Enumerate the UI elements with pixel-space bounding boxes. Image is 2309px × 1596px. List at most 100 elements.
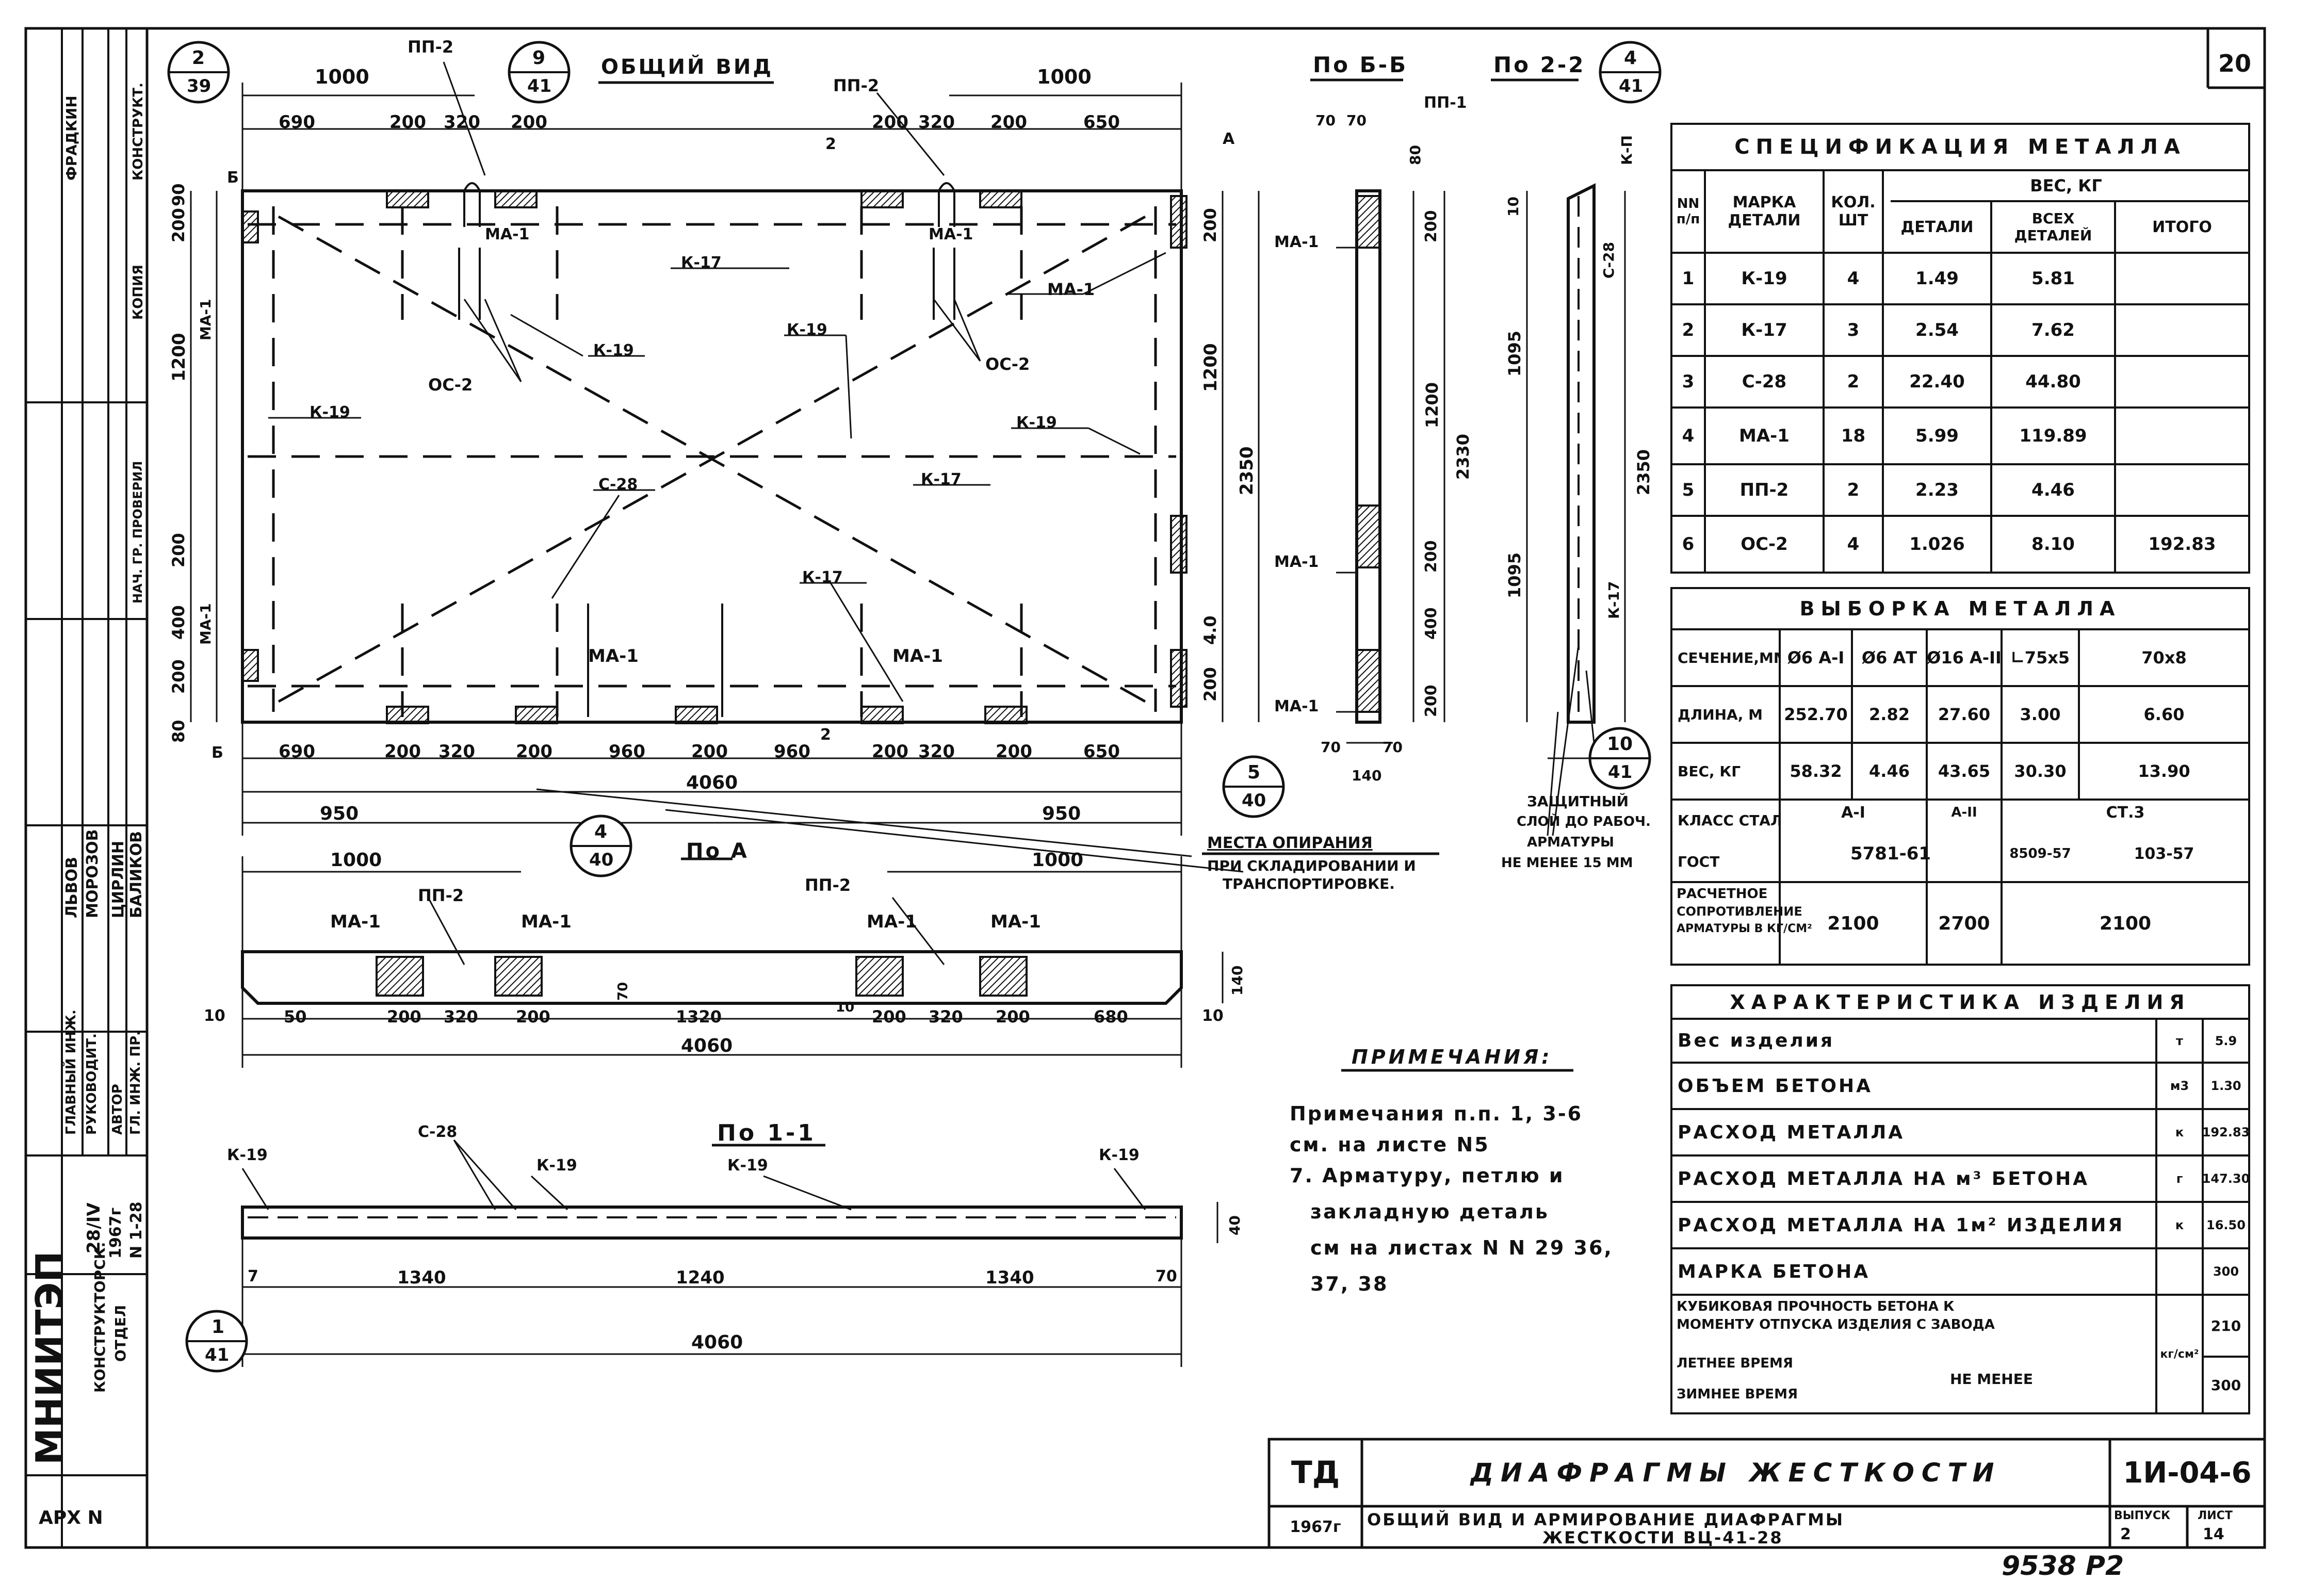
view-11-dim-7: 7 — [248, 1267, 258, 1285]
sel-klass-st3: СТ.3 — [2106, 803, 2145, 822]
spec-cell-r1-c5: 5.81 — [2031, 268, 2075, 289]
sel-cell-weight-row-c4: 43.65 — [1938, 761, 1991, 781]
bearing-note-line2: ПРИ СКЛАДИРОВАНИИ И — [1207, 857, 1416, 874]
section-22-dim-1095b: 1095 — [1505, 552, 1524, 598]
label-k17-low: К-17 — [802, 568, 843, 587]
spec-head-marka: МАРКА ДЕТАЛИ — [1728, 193, 1801, 230]
spec-cell-r3-c6 — [2115, 356, 2249, 408]
view-11-outline — [241, 1206, 1183, 1240]
sel-cell-length-row-c6: 6.60 — [2143, 705, 2185, 724]
spec-head-ves: ВЕС, КГ — [2030, 176, 2102, 196]
label-c28: С-28 — [598, 476, 638, 494]
notes-line-4: закладную деталь — [1310, 1200, 1549, 1223]
dim-total-4060: 4060 — [686, 772, 738, 793]
view-a-dim-10c: 10 — [1202, 1007, 1224, 1025]
callout-top-mid-den: 41 — [527, 76, 552, 96]
view-11-dim-70: 70 — [1156, 1267, 1177, 1285]
spec-cell-r2-c5: 7.62 — [2031, 320, 2075, 340]
label-k19-right: К-19 — [1016, 414, 1057, 432]
dim-top-200d: 200 — [990, 112, 1027, 133]
spec-head-nn: NN п/п — [1676, 196, 1700, 227]
view-a-dim-70: 70 — [615, 982, 631, 1001]
spec-cell-r6-c1: 6 — [1682, 534, 1695, 555]
general-view-dim-lines — [190, 83, 1260, 836]
view-a-dim-680: 680 — [1094, 1007, 1128, 1027]
spec-cell-r3-c1: 3 — [1682, 371, 1695, 392]
sel-cell-weight-row-c3: 4.46 — [1869, 761, 1910, 781]
section-bb-dim-80: 80 — [1407, 145, 1424, 165]
char-strength-4: ЗИМНЕЕ ВРЕМЯ — [1677, 1387, 1798, 1402]
dim-bot-200b: 200 — [516, 741, 552, 762]
view-11-dim-4060: 4060 — [691, 1332, 743, 1353]
strip-dept-2: ОТДЕЛ — [112, 1305, 129, 1362]
dim-left-1200: 1200 — [169, 333, 189, 382]
char-cell-r3-c3: 192.83 — [2203, 1125, 2249, 1139]
view-a-dim-200c: 200 — [872, 1007, 906, 1027]
dim-bot-650: 650 — [1083, 741, 1120, 762]
sel-rs-label-1: РАСЧЕТНОЕ — [1677, 886, 1768, 902]
notes-line-1: Примечания п.п. 1, 3-6 — [1290, 1102, 1583, 1125]
spec-head-kol: КОЛ. ШТ — [1831, 193, 1876, 230]
strip-role-3: АВТОР — [110, 1084, 125, 1135]
spec-cell-r1-c4: 1.49 — [1915, 268, 1959, 289]
page-reference: 9538 P2 — [2002, 1551, 2124, 1582]
view-bb-title: По Б-Б — [1313, 52, 1408, 77]
char-strength-2: МОМЕНТУ ОТПУСКА ИЗДЕЛИЯ С ЗАВОДА — [1677, 1317, 1995, 1332]
dim-left-80: 80 — [169, 720, 188, 743]
view-a-dim-1320: 1320 — [676, 1007, 722, 1027]
sel-rs-2100b: 2100 — [2099, 913, 2152, 934]
sel-cell-length-row-c4: 27.60 — [1938, 705, 1991, 724]
spec-cell-r4-c4: 5.99 — [1915, 426, 1959, 446]
callout-top-left-num: 2 — [192, 47, 205, 69]
notes-title: ПРИМЕЧАНИЯ: — [1352, 1046, 1553, 1068]
spec-cell-r1-c2: К-19 — [1741, 268, 1787, 289]
callout-dividers — [169, 71, 1660, 1342]
strip-role-2: РУКОВОДИТ. — [84, 1033, 100, 1135]
strip-name-4: БАЛИКОВ — [127, 831, 145, 918]
section-bb-dims — [1336, 191, 1445, 744]
dim-bot-320a: 320 — [438, 741, 475, 762]
callout-10-41-num: 10 — [1607, 734, 1633, 755]
spec-cell-r5-c6 — [2115, 464, 2249, 516]
sel-cell-weight-row-c6: 13.90 — [2138, 761, 2190, 781]
label-ma1-left-b: МА-1 — [197, 603, 214, 645]
char-cell-r4-c2: г — [2176, 1171, 2183, 1186]
label-k17-mid: К-17 — [921, 470, 962, 488]
sel-cell-head-row-c5: ∟75x5 — [2010, 648, 2070, 667]
section-bb-dim-400: 400 — [1422, 607, 1440, 640]
spec-cell-r3-c2: С-28 — [1742, 371, 1787, 392]
section-bb-dim-1200: 1200 — [1422, 382, 1442, 428]
section-bb-dim-2330: 2330 — [1453, 433, 1473, 480]
char-cell-r3-c1: РАСХОД МЕТАЛЛА — [1678, 1121, 1905, 1143]
strip-role-4: ГЛ. ИНЖ. ПР. — [128, 1030, 143, 1135]
view-a-label-pp2-a: ПП-2 — [418, 886, 464, 905]
bearing-note-line3: ТРАНСПОРТИРОВКЕ. — [1223, 875, 1395, 892]
view-a-label-pp2-b: ПП-2 — [805, 875, 851, 895]
callout-top-right-num: 4 — [1624, 47, 1637, 69]
dim-bot-690: 690 — [279, 741, 315, 762]
tb-vypusk-label: ВЫПУСК — [2114, 1509, 2171, 1522]
view-11-dim-40: 40 — [1226, 1215, 1243, 1235]
view-a-dim-140: 140 — [1229, 965, 1246, 996]
spec-cell-r1-c6 — [2115, 253, 2249, 304]
dim-top-200c: 200 — [872, 112, 908, 133]
sel-klass-label: КЛАСС СТАЛИ — [1678, 811, 1780, 829]
dim-950-left: 950 — [320, 803, 359, 824]
dim-bot-320b: 320 — [918, 741, 955, 762]
view-a-dim-1000-left: 1000 — [330, 850, 382, 871]
dim-right-1200: 1200 — [1200, 343, 1221, 392]
view-a-dims — [241, 856, 1224, 1068]
title-block-grid — [1267, 1438, 2266, 1549]
selection-table-grid — [1670, 587, 2250, 966]
strip-role-1: ГЛАВНЫЙ ИНЖ. — [63, 1009, 79, 1135]
strip-stamp-2: КОНСТРУКТ. — [131, 83, 146, 181]
dim-top-690: 690 — [279, 112, 315, 133]
view-a-dim-10b: 10 — [836, 1000, 855, 1015]
char-strength-1: КУБИКОВАЯ ПРОЧНОСТЬ БЕТОНА К — [1677, 1299, 1955, 1314]
sel-cell-weight-row-c1: ВЕС, КГ — [1678, 762, 1741, 780]
sel-gost-label: ГОСТ — [1678, 853, 1720, 870]
tb-ta: ТД — [1291, 1455, 1340, 1491]
spec-cell-r3-c5: 44.80 — [2025, 371, 2081, 392]
char-cell-r5-c2: к — [2175, 1218, 2184, 1232]
section-22-outline — [1567, 183, 1596, 724]
